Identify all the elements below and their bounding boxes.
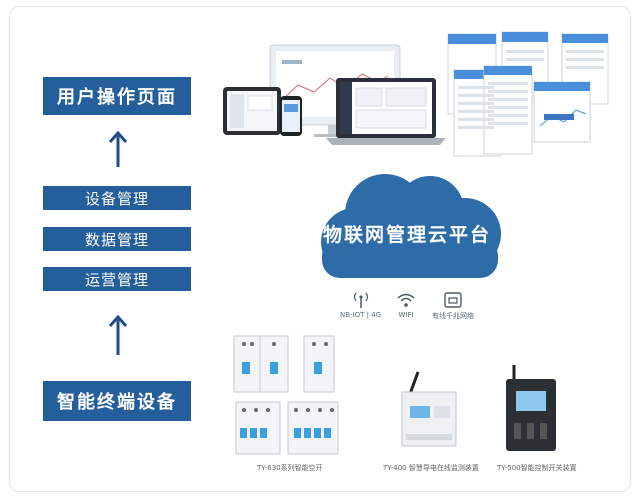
arrow-up-icon <box>108 314 128 355</box>
data-mgmt-box: 数据管理 <box>43 227 191 251</box>
wifi-label: WIFI <box>398 311 414 319</box>
cloud-platform-title: 物联网管理云平台 <box>322 224 491 246</box>
antenna-icon <box>353 292 368 308</box>
user-ui-box: 用户操作页面 <box>43 77 191 115</box>
smart-terminal-box: 智能终端设备 <box>43 381 191 421</box>
connectivity-wifi: WIFI <box>397 292 415 319</box>
user-ui-label: 用户操作页面 <box>57 87 177 108</box>
ops-mgmt-label: 运营管理 <box>84 270 149 289</box>
connectivity-nbiot: NB-IOT | 4G <box>340 292 381 319</box>
ethernet-label: 有线千兆网络 <box>432 312 474 320</box>
data-mgmt-label: 数据管理 <box>84 230 149 249</box>
control-label: TY-500智能控制开关装置 <box>497 464 577 472</box>
breaker-devices-illustration <box>233 335 339 455</box>
nbiot-label: NB-IOT | 4G <box>340 311 382 319</box>
connectivity-ethernet: 有线千兆网络 <box>432 292 474 321</box>
arrow-up-icon <box>108 130 128 167</box>
breaker-label: TY-630系列智能空开 <box>257 464 323 472</box>
ui-screens-illustration <box>223 31 609 157</box>
meter-label: TY-400 智慧导电在线监测装置 <box>383 464 479 472</box>
smart-terminal-label: 智能终端设备 <box>57 392 177 413</box>
control-device-illustration <box>506 365 556 451</box>
cloud-icon <box>321 174 501 278</box>
device-mgmt-box: 设备管理 <box>43 186 191 210</box>
meter-device-illustration <box>401 371 457 447</box>
device-mgmt-label: 设备管理 <box>84 189 149 208</box>
ops-mgmt-box: 运营管理 <box>43 267 191 291</box>
wifi-icon <box>397 293 415 307</box>
ethernet-icon <box>444 292 462 308</box>
